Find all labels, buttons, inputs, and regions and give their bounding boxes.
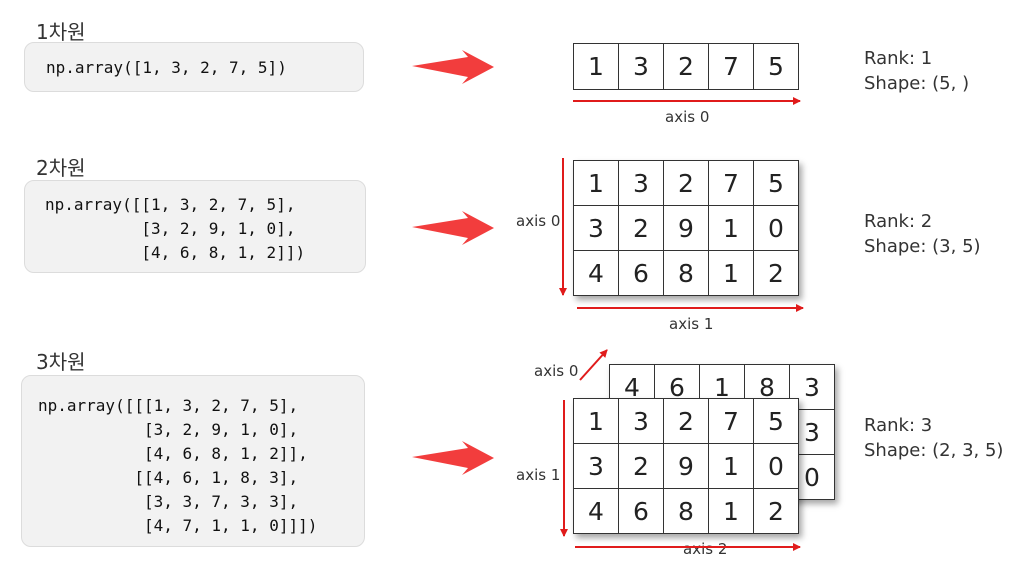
array-2d-cell: 2 <box>664 161 709 206</box>
array-3d-front-cell: 6 <box>619 489 664 534</box>
array-3d-back-cell: 0 <box>790 455 835 500</box>
array-2d-cell: 2 <box>619 206 664 251</box>
array-2d-cell: 4 <box>574 251 619 296</box>
array-2d-cell: 2 <box>754 251 799 296</box>
axis2-label-3d: axis 2 <box>683 540 728 558</box>
array-1d-cell: 5 <box>754 44 799 90</box>
array-3d-front-cell: 5 <box>754 399 799 444</box>
array-3d-front-cell: 0 <box>754 444 799 489</box>
axis1-label-2d: axis 1 <box>669 315 714 333</box>
info-2d: Rank: 2 Shape: (3, 5) <box>864 209 981 259</box>
array-1d-cell: 2 <box>664 44 709 90</box>
array-2d-cell: 7 <box>709 161 754 206</box>
array-3d-front-cell: 1 <box>574 399 619 444</box>
code-block-1d: np.array([1, 3, 2, 7, 5]) <box>24 42 364 92</box>
array-1d-cell: 7 <box>709 44 754 90</box>
code-text-1d: np.array([1, 3, 2, 7, 5]) <box>46 58 287 77</box>
code-text-3d: np.array([[[1, 3, 2, 7, 5], [3, 2, 9, 1,… <box>38 396 318 535</box>
shape-text-2d: Shape: (3, 5) <box>864 236 981 257</box>
code-block-3d: np.array([[[1, 3, 2, 7, 5], [3, 2, 9, 1,… <box>21 375 365 547</box>
pointer-arrow-2d <box>412 211 494 245</box>
shape-text-3d: Shape: (2, 3, 5) <box>864 440 1004 461</box>
array-3d-front-cell: 2 <box>664 399 709 444</box>
axis0-label-1d: axis 0 <box>665 108 710 126</box>
array-2d-cell: 3 <box>574 206 619 251</box>
array-2d-cell: 1 <box>574 161 619 206</box>
rank-text-1d: Rank: 1 <box>864 48 933 69</box>
array-3d-front-cell: 4 <box>574 489 619 534</box>
code-block-2d: np.array([[1, 3, 2, 7, 5], [3, 2, 9, 1, … <box>24 180 366 273</box>
info-3d: Rank: 3 Shape: (2, 3, 5) <box>864 413 1003 463</box>
pointer-arrow-3d <box>412 441 494 475</box>
array-2d-cell: 0 <box>754 206 799 251</box>
axis1-label-3d: axis 1 <box>516 466 561 484</box>
array-2d-cell: 1 <box>709 251 754 296</box>
array-3d-front-cell: 8 <box>664 489 709 534</box>
array-3d-front-cell: 1 <box>709 489 754 534</box>
shape-text-1d: Shape: (5, ) <box>864 73 970 94</box>
array-2d-cell: 6 <box>619 251 664 296</box>
array-2d-cell: 8 <box>664 251 709 296</box>
array-3d-front-cell: 3 <box>574 444 619 489</box>
array-2d-cell: 1 <box>709 206 754 251</box>
array-3d-front-cell: 1 <box>709 444 754 489</box>
axis0-label-3d: axis 0 <box>534 362 579 380</box>
array-3d-front-cell: 7 <box>709 399 754 444</box>
array-3d-front-cell: 3 <box>619 399 664 444</box>
heading-2d: 2차원 <box>36 156 86 180</box>
heading-3d: 3차원 <box>36 350 86 374</box>
array-2d-cell: 9 <box>664 206 709 251</box>
axis0-label-2d: axis 0 <box>516 212 561 230</box>
axis0-arrow-3d <box>579 349 608 381</box>
array-3d-front-cell: 9 <box>664 444 709 489</box>
array-2d-cell: 3 <box>619 161 664 206</box>
array-3d-front-cell: 2 <box>619 444 664 489</box>
heading-1d: 1차원 <box>36 20 86 44</box>
array-3d-back-cell: 3 <box>790 410 835 455</box>
info-1d: Rank: 1 Shape: (5, ) <box>864 46 969 96</box>
array-1d-cell: 1 <box>574 44 619 90</box>
code-text-2d: np.array([[1, 3, 2, 7, 5], [3, 2, 9, 1, … <box>45 195 306 262</box>
pointer-arrow-1d <box>412 50 494 84</box>
rank-text-2d: Rank: 2 <box>864 211 933 232</box>
array-2d-cell: 5 <box>754 161 799 206</box>
array-1d-cell: 3 <box>619 44 664 90</box>
array-3d-back-cell: 3 <box>790 365 835 410</box>
array-3d-front-cell: 2 <box>754 489 799 534</box>
rank-text-3d: Rank: 3 <box>864 415 933 436</box>
